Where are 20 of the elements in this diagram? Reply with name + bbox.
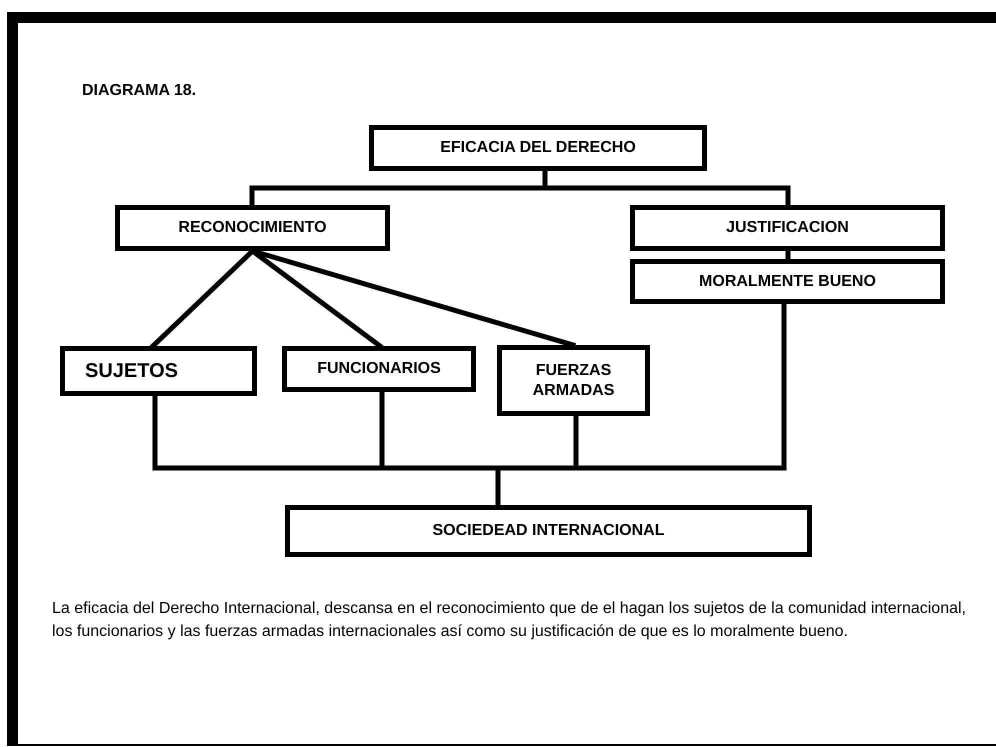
connector-line — [786, 248, 790, 262]
diagram-title: DIAGRAMA 18. — [82, 81, 196, 101]
box-label: RECONOCIMIENTO — [178, 218, 327, 238]
caption-paragraph: La eficacia del Derecho Internacional, descansa en el reconocimiento que de el hagan los sujetos de la comunidad internacional, los funcionarios y las fuerzas armadas internacionales así como su justificación de que es lo moralmente bueno. — [52, 599, 966, 642]
box-label: SUJETOS — [85, 358, 178, 384]
text-box — [630, 205, 945, 251]
box-label: EFICACIA DEL DERECHO — [440, 138, 636, 158]
box-label: FUNCIONARIOS — [317, 359, 441, 379]
text-box — [115, 205, 390, 251]
box-label: MORALMENTE BUENO — [699, 272, 876, 292]
text-box — [282, 346, 476, 392]
text-box — [497, 345, 650, 416]
text-box — [369, 125, 707, 171]
box-label: FUERZAS ARMADAS — [532, 360, 616, 400]
box-label: SOCIEDEAD INTERNACIONAL — [432, 521, 664, 541]
text-box — [60, 346, 257, 396]
text-box — [630, 259, 945, 304]
connector-line — [150, 248, 255, 348]
box-label: JUSTIFICACION — [726, 218, 849, 238]
text-box — [285, 505, 812, 557]
